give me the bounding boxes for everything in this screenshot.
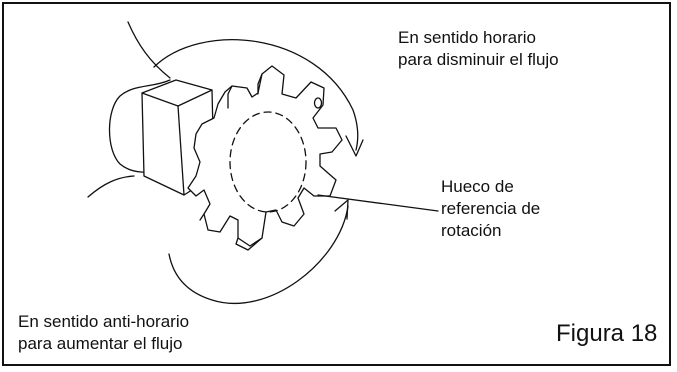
reference-label-line-3: rotación — [441, 221, 502, 240]
clockwise-arrow — [153, 39, 364, 157]
counterclockwise-label-line-1: En sentido anti-horario — [18, 312, 190, 331]
valve-body-outline — [87, 21, 171, 198]
reference-hole — [313, 97, 323, 109]
counterclockwise-arrow — [168, 199, 349, 305]
reference-leader-line — [317, 194, 439, 212]
clockwise-label: En sentido horario para disminuir el flu… — [398, 27, 559, 71]
figure-number: Figura 18 — [556, 320, 658, 347]
figure-frame — [2, 2, 671, 366]
reference-label-line-2: referencia de — [441, 199, 541, 218]
clockwise-label-line-1: En sentido horario — [398, 28, 536, 47]
counterclockwise-label: En sentido anti-horario para aumentar el… — [18, 311, 189, 355]
reference-hole-label: Hueco de referencia de rotación — [441, 176, 540, 242]
adjustment-wheel — [187, 65, 343, 251]
counterclockwise-label-line-2: para aumentar el flujo — [18, 334, 183, 353]
reference-label-line-1: Hueco de — [441, 177, 514, 196]
clockwise-label-line-2: para disminuir el flujo — [398, 50, 559, 69]
